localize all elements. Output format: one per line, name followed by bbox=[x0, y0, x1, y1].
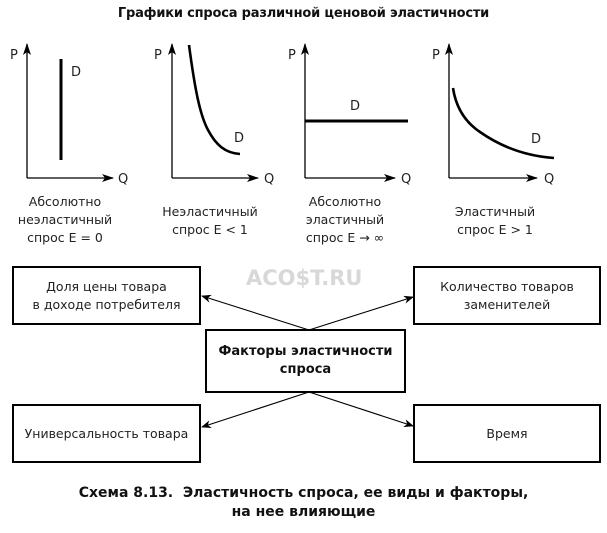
curve-label-d: D bbox=[71, 65, 81, 80]
curve-label-d: D bbox=[350, 99, 360, 114]
arrow-to-top-left bbox=[201, 294, 310, 331]
factor-arrows bbox=[201, 294, 414, 429]
axis-label-q: Q bbox=[544, 172, 554, 187]
watermark: ACO$T.RU bbox=[246, 266, 363, 290]
figure-caption: Схема 8.13. Эластичность спроса, ее виды… bbox=[0, 484, 607, 522]
chart-inelastic: P Q D bbox=[154, 43, 274, 187]
factor-time: Время bbox=[413, 404, 601, 463]
caption-line: спрос E > 1 bbox=[457, 222, 533, 237]
axis-label-p: P bbox=[10, 48, 18, 63]
chart-elastic: P Q D bbox=[432, 43, 555, 187]
box-line: спроса bbox=[279, 362, 332, 377]
caption-line: Схема 8.13. Эластичность спроса, ее виды… bbox=[78, 485, 529, 501]
diagram-title: Графики спроса различной ценовой эластич… bbox=[117, 6, 490, 21]
caption-line: спрос E → ∞ bbox=[305, 230, 385, 245]
box-line: Доля цены товара bbox=[46, 278, 167, 294]
factor-product-universality: Универсальность товара bbox=[12, 404, 201, 463]
caption-perfectly-elastic: Абсолютно эластичный спрос E → ∞ bbox=[285, 193, 405, 247]
arrow-to-bottom-left bbox=[201, 391, 310, 429]
axis-label-q: Q bbox=[118, 172, 128, 187]
caption-line: Абсолютно bbox=[28, 194, 102, 209]
caption-line: неэластичный bbox=[17, 212, 113, 227]
factor-substitutes-count: Количество товаров заменителей bbox=[413, 266, 601, 325]
caption-line: Эластичный bbox=[454, 204, 536, 219]
caption-inelastic: Неэластичный спрос E < 1 bbox=[140, 203, 280, 239]
axis-label-p: P bbox=[288, 48, 296, 63]
box-line: в доходе потребителя bbox=[32, 296, 181, 312]
caption-elastic: Эластичный спрос E > 1 bbox=[425, 203, 565, 239]
caption-line: Неэластичный bbox=[162, 204, 258, 219]
box-line: заменителей bbox=[463, 296, 551, 312]
caption-perfectly-inelastic: Абсолютно неэластичный спрос E = 0 bbox=[0, 193, 130, 247]
box-line: Время bbox=[486, 425, 528, 441]
axis-label-p: P bbox=[154, 48, 162, 63]
caption-line: спрос E < 1 bbox=[172, 222, 248, 237]
chart-perfectly-inelastic: P Q D bbox=[10, 43, 128, 187]
demand-curve bbox=[187, 44, 241, 156]
caption-line: Абсолютно bbox=[308, 194, 382, 209]
chart-perfectly-elastic: P Q D bbox=[288, 43, 411, 187]
caption-line: спрос E = 0 bbox=[27, 230, 103, 245]
factor-price-share-of-income: Доля цены товара в доходе потребителя bbox=[12, 266, 201, 325]
demand-curve bbox=[451, 87, 555, 160]
axis-label-p: P bbox=[432, 48, 440, 63]
caption-line: эластичный bbox=[305, 212, 385, 227]
axis-label-q: Q bbox=[264, 172, 274, 187]
arrow-to-top-right bbox=[308, 295, 414, 331]
box-line: Универсальность товара bbox=[24, 425, 189, 441]
axis-label-q: Q bbox=[401, 172, 411, 187]
arrow-to-bottom-right bbox=[308, 391, 414, 428]
curve-label-d: D bbox=[234, 131, 244, 146]
curve-label-d: D bbox=[531, 132, 541, 147]
caption-line: на нее влияющие bbox=[231, 504, 376, 520]
box-line: Количество товаров bbox=[440, 278, 574, 294]
box-line: Факторы эластичности bbox=[218, 344, 393, 359]
elasticity-factors-center: Факторы эластичности спроса bbox=[205, 329, 406, 393]
